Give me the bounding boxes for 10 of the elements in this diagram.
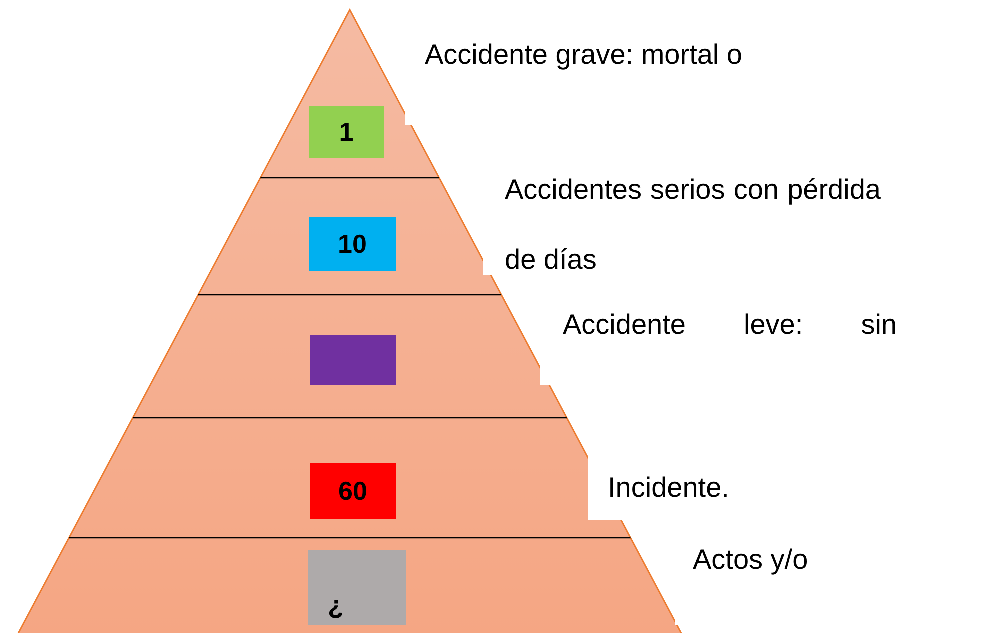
level-badge: 60 [310,463,396,519]
level-description: Actos y/o [693,543,807,577]
level-description: Accidentes serios con pérdida de días [505,173,881,277]
level-description: Accidente leve: sin [563,308,897,342]
level-badge: 1 [309,106,384,158]
level-description: Incidente. [608,471,730,505]
level-badge: ¿ [308,550,406,625]
level-description: Accidente grave: mortal o [425,38,744,72]
blank-level-badge [310,335,396,385]
level-badge: 10 [309,217,396,271]
